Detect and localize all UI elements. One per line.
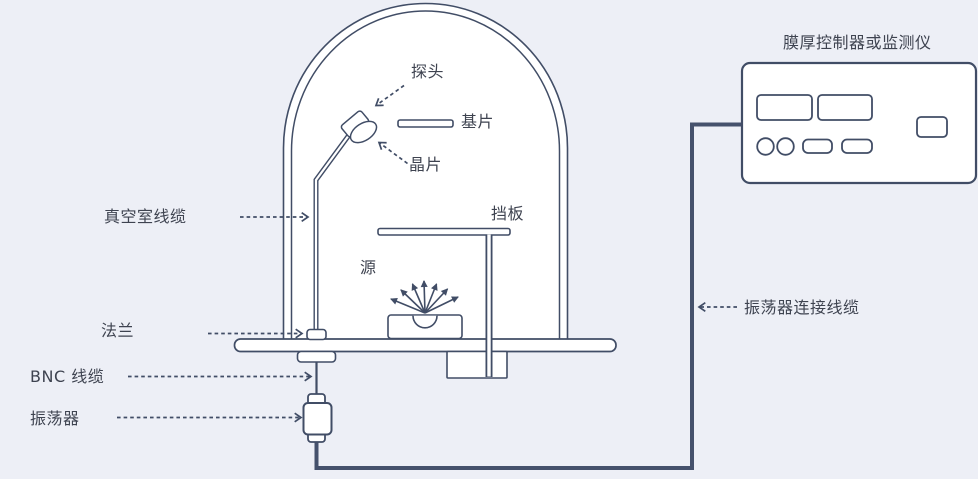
label-source: 源 [360, 258, 377, 277]
controller-knob-2 [776, 137, 795, 156]
shutter-plate [377, 227, 511, 236]
evaporation-arrows [390, 280, 459, 314]
controller-knob-1 [756, 137, 775, 156]
controller-display-1 [756, 94, 813, 121]
chamber-inner-wall [290, 10, 561, 340]
controller-side-button [916, 116, 948, 138]
crystal-disc [349, 120, 378, 144]
oscillator-body [302, 402, 333, 436]
substrate-bar [397, 119, 454, 128]
controller-box [740, 61, 978, 185]
crystal-arrow [377, 141, 409, 165]
label-vacuum-chamber-cable: 真空室线缆 [104, 207, 187, 226]
oscillator-connection-cable-line [314, 122, 741, 470]
label-probe: 探头 [411, 62, 445, 81]
label-oscillator-connection-cable: 振荡器连接线缆 [744, 298, 860, 317]
label-bnc-cable: BNC 线缆 [30, 367, 105, 386]
label-shutter: 挡板 [491, 204, 525, 223]
label-oscillator: 振荡器 [30, 409, 80, 428]
shutter-housing-box [446, 350, 508, 379]
label-substrate: 基片 [461, 112, 495, 131]
label-controller-title: 膜厚控制器或监测仪 [783, 33, 932, 52]
baseplate [233, 338, 617, 353]
source-crucible-arc [412, 315, 438, 329]
annotation-arrows [117, 84, 737, 423]
probe-arrow [374, 84, 405, 107]
label-crystal: 晶片 [409, 155, 443, 174]
flange-bottom [296, 350, 337, 363]
label-flange: 法兰 [101, 321, 135, 340]
controller-display-2 [817, 94, 873, 121]
controller-button-2 [841, 138, 873, 154]
flange-top [306, 328, 327, 341]
sensor-rod-core [314, 130, 353, 333]
controller-button-1 [802, 138, 833, 154]
